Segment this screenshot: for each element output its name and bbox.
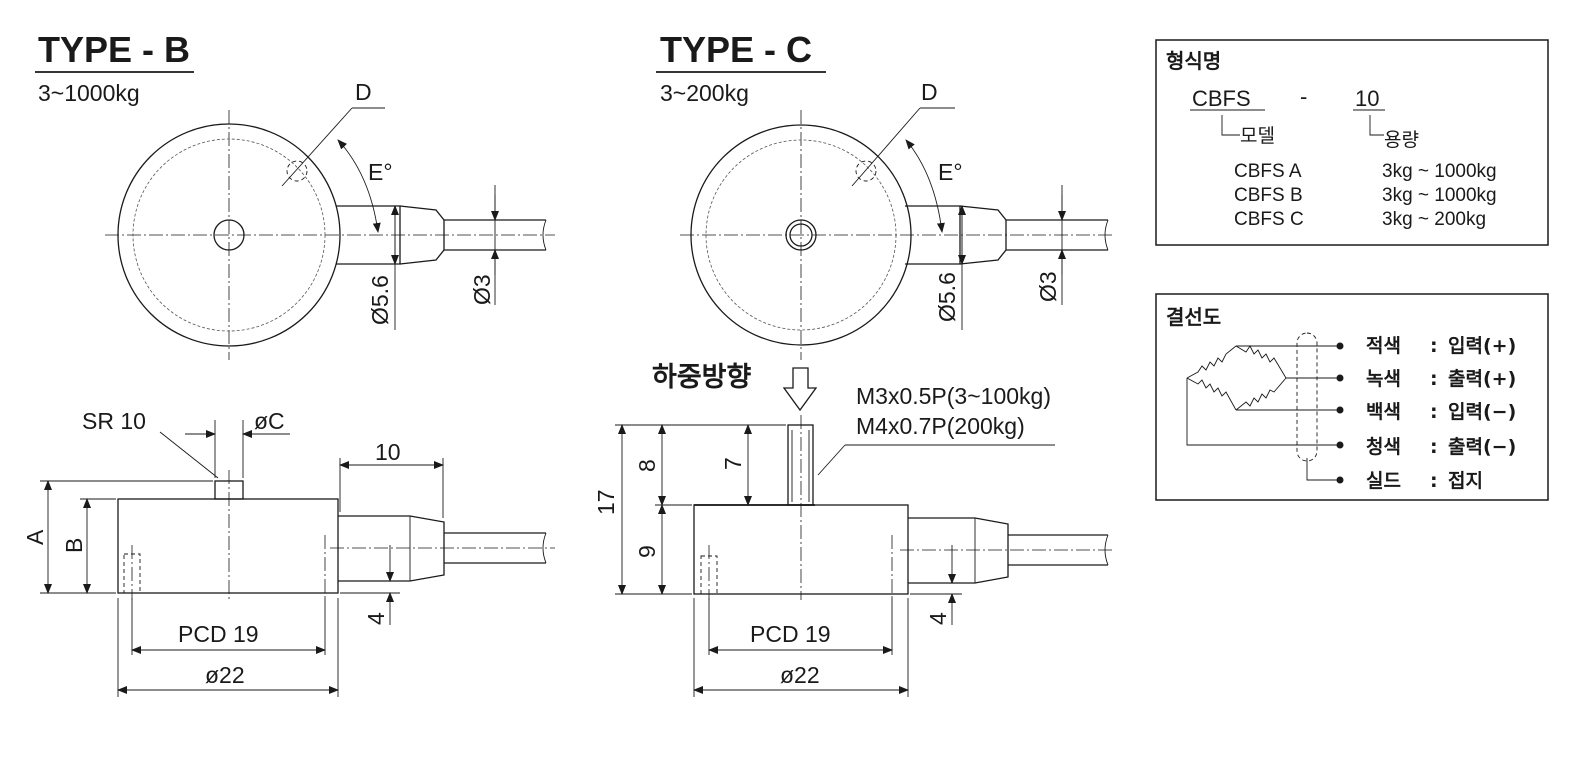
- type-b-body-circle: [117, 123, 341, 347]
- type-b-d-label: D: [355, 79, 372, 105]
- type-c-dim-8-label: 8: [634, 459, 660, 472]
- type-b-a-label: A: [22, 529, 48, 545]
- type-b-body-side: [117, 498, 339, 594]
- wire-4-color: 청색: [1366, 436, 1401, 458]
- type-c-dim-4-label: 4: [925, 612, 951, 625]
- capacity-caption: 용량: [1384, 129, 1419, 151]
- wheatstone-bridge-icon: [1186, 332, 1344, 484]
- wire-3-func: 입력(−): [1448, 401, 1516, 423]
- type-b-dim-10-label: 10: [375, 439, 401, 465]
- type-c-thread-1: M3x0.5P(3~100kg): [856, 383, 1051, 409]
- model-box-heading: 형식명: [1166, 49, 1221, 73]
- wire-4-func: 출력(−): [1448, 436, 1516, 458]
- model-row-2-name: CBFS B: [1234, 185, 1303, 206]
- type-b-pcd-label: PCD 19: [178, 621, 259, 647]
- wire-1-color: 적색: [1366, 335, 1401, 357]
- type-b-dia-c-label: øC: [254, 408, 285, 434]
- model-row-2-range: 3kg ~ 1000kg: [1382, 185, 1497, 206]
- type-c-center-hole: [785, 219, 817, 251]
- type-b-dim-4-label: 4: [363, 612, 389, 625]
- type-b-mounting-hole: [286, 160, 308, 182]
- type-b-dia56-label: Ø5.6: [367, 275, 393, 325]
- type-b-dia22-label: ø22: [205, 662, 245, 688]
- type-c-thread-ring: [789, 223, 813, 247]
- type-c-dia22-label: ø22: [780, 662, 820, 688]
- wire-2-color: 녹색: [1366, 368, 1401, 390]
- wire-5-sep: :: [1430, 470, 1438, 492]
- type-c-top-view: D E° Ø5.6 Ø3: [680, 79, 1115, 360]
- type-b-b-label: B: [61, 538, 87, 553]
- type-c-range: 3~200kg: [660, 80, 749, 106]
- type-c-title: TYPE - C: [660, 29, 812, 70]
- type-c-pcd-label: PCD 19: [750, 621, 831, 647]
- type-b-range: 3~1000kg: [38, 80, 140, 106]
- wiring-box-heading: 결선도: [1166, 305, 1221, 329]
- model-caption: 모델: [1240, 125, 1275, 147]
- type-b-title: TYPE - B: [38, 29, 190, 70]
- type-b-center-hole: [213, 219, 245, 251]
- wire-1-sep: :: [1430, 335, 1438, 357]
- load-direction-label: 하중방향: [652, 362, 752, 393]
- wire-2-func: 출력(+): [1448, 368, 1516, 390]
- type-b-top-view: D E° Ø5.6 Ø3: [105, 79, 555, 360]
- type-b-cable-strain-relief: [399, 205, 445, 265]
- capacity-bracket: [1369, 115, 1384, 136]
- model-row-1-range: 3kg ~ 1000kg: [1382, 161, 1497, 182]
- type-b-side-view: SR 10 øC 10 A B 4: [22, 408, 555, 697]
- model-row-3-range: 3kg ~ 200kg: [1382, 209, 1486, 230]
- model-bracket: [1221, 115, 1240, 136]
- model-dash: -: [1300, 84, 1307, 109]
- load-direction-arrow-icon: [782, 367, 818, 412]
- type-b-cable-boot: [336, 205, 401, 265]
- type-b-d-leader: [281, 107, 353, 187]
- model-row-1-name: CBFS A: [1234, 161, 1302, 182]
- model-code: CBFS: [1192, 86, 1251, 111]
- type-c-dim-7-label: 7: [720, 457, 746, 470]
- type-c-dim-9-label: 9: [634, 545, 660, 558]
- wiring-diagram-box: 결선도 적색 : 입력(+) 녹색 : 출력(+) 백색 : 입력(−) 청색: [1155, 293, 1549, 501]
- type-c-dia3-label: Ø3: [1035, 271, 1061, 302]
- type-c-d-label: D: [921, 79, 938, 105]
- type-b-angle-arc: [337, 139, 381, 233]
- wire-4-sep: :: [1430, 436, 1438, 458]
- type-b-pcd-circle: [132, 138, 326, 332]
- type-c-angle-label: E°: [938, 159, 963, 185]
- type-c-dia56-label: Ø5.6: [934, 272, 960, 322]
- wire-3-color: 백색: [1366, 401, 1401, 423]
- type-c-angle-arc: [905, 139, 945, 233]
- type-c-thread-2: M4x0.7P(200kg): [856, 413, 1025, 439]
- type-c-dim-17-label: 17: [593, 489, 619, 515]
- wire-1-func: 입력(+): [1448, 335, 1516, 357]
- type-b-sr-label: SR 10: [82, 408, 146, 434]
- type-b-dia3-label: Ø3: [469, 274, 495, 305]
- wire-3-sep: :: [1430, 401, 1438, 423]
- wire-5-color: 실드: [1366, 470, 1401, 492]
- capacity-code: 10: [1355, 86, 1379, 111]
- model-code-box: 형식명 CBFS - 10 모델 용량 CBFS A 3kg ~ 1000kg …: [1155, 39, 1549, 246]
- model-row-3-name: CBFS C: [1234, 209, 1304, 230]
- wire-2-sep: :: [1430, 368, 1438, 390]
- type-b-cable-side: [338, 515, 445, 582]
- type-c-mounting-hole: [855, 160, 877, 182]
- type-c-section: TYPE - C 3~200kg D E° Ø5.6: [593, 29, 1115, 697]
- type-c-pcd-circle: [705, 139, 897, 331]
- wire-5-func: 접지: [1448, 470, 1483, 492]
- type-b-sr-leader: [159, 431, 219, 479]
- type-c-body-circle: [690, 124, 912, 346]
- type-c-side-view: 하중방향 M3x0.5P(3~100kg) M4x0.7P(200kg): [593, 362, 1115, 697]
- type-b-section: TYPE - B 3~1000kg D E° Ø5.6: [22, 29, 555, 697]
- type-b-angle-label: E°: [368, 159, 393, 185]
